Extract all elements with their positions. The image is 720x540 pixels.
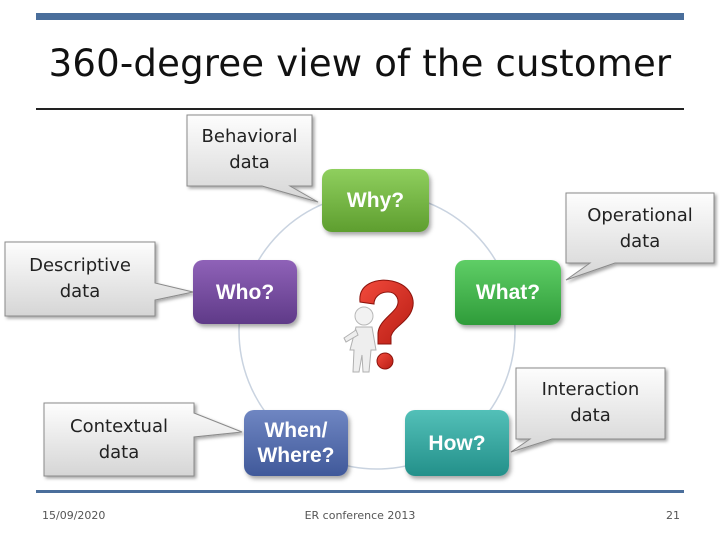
callout-interaction: Interaction data: [541, 379, 640, 426]
slide-title: 360-degree view of the customer: [48, 42, 672, 85]
question-mark-dot: [376, 352, 394, 370]
callout-descriptive: Descriptive data: [29, 255, 131, 302]
how-box: How?: [405, 410, 509, 476]
what-box: What?: [455, 260, 561, 325]
callout-behavioral: Behavioral data: [201, 126, 298, 173]
title-underline: [36, 108, 684, 110]
who-box: Who?: [193, 260, 297, 324]
callout-operational-shape: [565, 192, 715, 281]
top-rule: [36, 13, 684, 20]
callout-behavioral-shape: [186, 114, 319, 203]
footer-date: 15/09/2020: [42, 509, 106, 522]
callout-contextual-shape: [43, 402, 243, 477]
figure-arm: [343, 329, 359, 343]
when-where-box: When/ Where?: [244, 410, 348, 476]
callout-operational: Operational data: [587, 205, 693, 252]
callout-contextual: Contextual data: [70, 416, 168, 463]
question-mark-glyph: [359, 279, 414, 345]
question-mark-figure-icon: [343, 279, 414, 373]
callout-interaction-shape: [510, 367, 666, 453]
footer-page-number: 21: [666, 509, 680, 522]
why-box: Why?: [322, 169, 429, 232]
footer-conference: ER conference 2013: [304, 509, 416, 522]
figure-head: [354, 306, 374, 326]
footer-rule: [36, 490, 684, 493]
figure-body: [349, 326, 377, 373]
callout-descriptive-shape: [4, 241, 194, 317]
